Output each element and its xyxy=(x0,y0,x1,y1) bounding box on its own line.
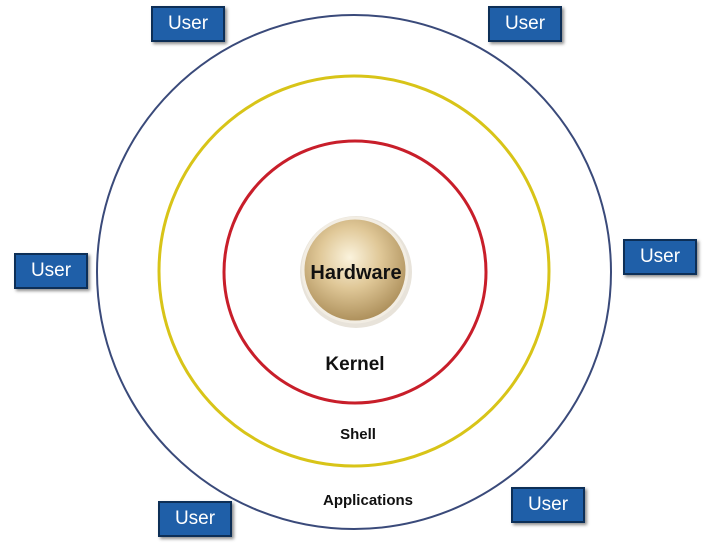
kernel-ring xyxy=(222,139,488,405)
user-box-top-right[interactable]: User xyxy=(488,6,562,42)
hardware-core xyxy=(301,216,409,324)
applications-ring xyxy=(96,14,612,530)
user-box-top-left[interactable]: User xyxy=(151,6,225,42)
shell-ring xyxy=(157,74,551,468)
applications-label: Applications xyxy=(323,492,413,509)
hardware-label: Hardware xyxy=(310,262,401,284)
shell-label: Shell xyxy=(340,426,376,443)
user-box-bottom-right[interactable]: User xyxy=(511,487,585,523)
user-box-bottom-left[interactable]: User xyxy=(158,501,232,537)
kernel-label: Kernel xyxy=(325,354,384,375)
user-box-left[interactable]: User xyxy=(14,253,88,289)
user-box-right[interactable]: User xyxy=(623,239,697,275)
